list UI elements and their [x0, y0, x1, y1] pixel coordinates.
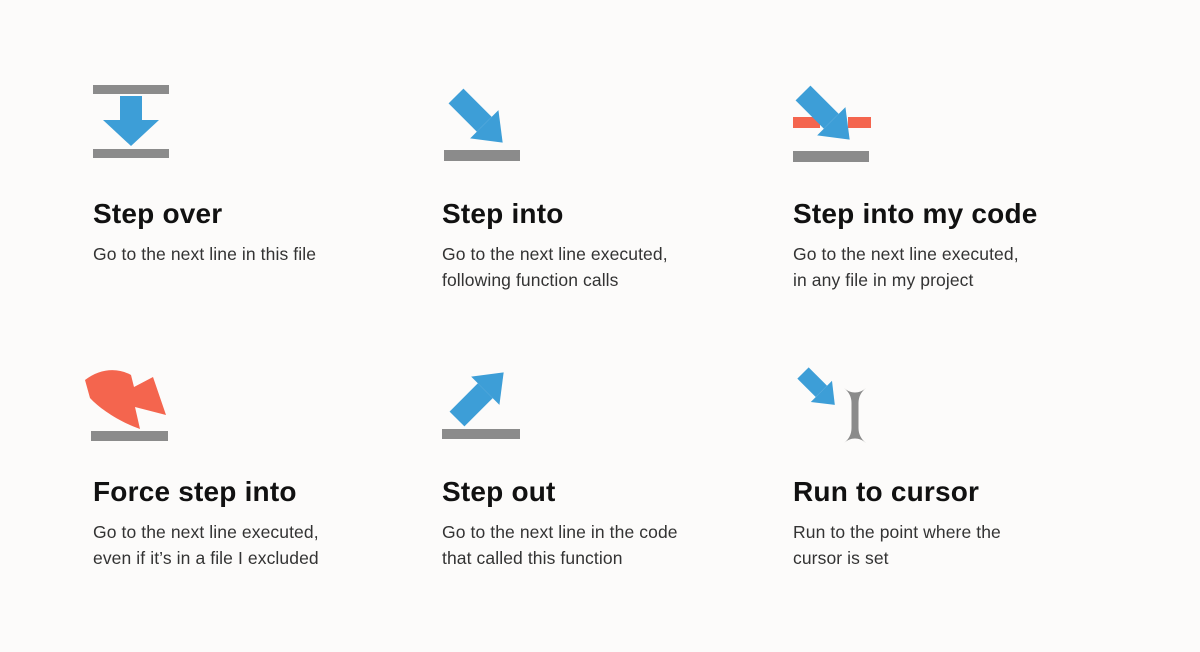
code-line-bar [444, 150, 520, 161]
excluded-line-dash-left [793, 117, 820, 128]
card-description: Go to the next line executed, even if it… [93, 522, 319, 568]
curved-dive-arrow [85, 370, 166, 429]
code-line-bar [793, 151, 869, 162]
card-step-into-my-code: Step into my code Go to the next line ex… [793, 85, 1143, 363]
code-line-bar [442, 429, 520, 439]
card-description: Go to the next line in this file [93, 244, 317, 264]
code-line-bar-top [93, 85, 169, 94]
card-description: Go to the next line executed, in any fil… [793, 244, 1019, 290]
card-step-out: Step out Go to the next line in the code… [442, 363, 793, 641]
card-title: Step over [93, 198, 223, 229]
card-description: Go to the next line executed, following … [442, 244, 668, 290]
force-step-into-icon [85, 370, 168, 441]
diagonal-up-arrow [449, 372, 504, 427]
step-into-icon [444, 88, 520, 161]
card-title: Force step into [93, 476, 297, 507]
step-into-my-code-icon [793, 85, 871, 162]
card-step-over: Step over Go to the next line in this fi… [93, 85, 442, 363]
card-description: Run to the point where the cursor is set [793, 522, 1001, 568]
card-force-step-into: Force step into Go to the next line exec… [85, 363, 442, 641]
step-out-icon [442, 372, 520, 439]
excluded-line-dash-right [848, 117, 871, 128]
down-arrow-head [103, 120, 159, 146]
code-line-bar [91, 431, 168, 441]
card-title: Step into [442, 198, 564, 229]
diagonal-down-arrow [795, 85, 850, 140]
card-description: Go to the next line in the code that cal… [442, 522, 678, 568]
card-run-to-cursor: Run to cursor Run to the point where the… [793, 363, 1143, 641]
run-to-cursor-icon [797, 367, 866, 443]
card-step-into: Step into Go to the next line executed, … [442, 85, 793, 363]
down-arrow-shaft [120, 96, 142, 120]
cards-grid: Step over Go to the next line in this fi… [85, 85, 1143, 641]
diagonal-down-arrow [797, 367, 835, 405]
step-over-icon [93, 85, 169, 158]
card-title: Step out [442, 476, 556, 507]
card-title: Run to cursor [793, 476, 980, 507]
diagonal-down-arrow [448, 88, 503, 143]
card-title: Step into my code [793, 198, 1038, 229]
text-cursor-ibeam [844, 388, 866, 443]
code-line-bar-bottom [93, 149, 169, 158]
